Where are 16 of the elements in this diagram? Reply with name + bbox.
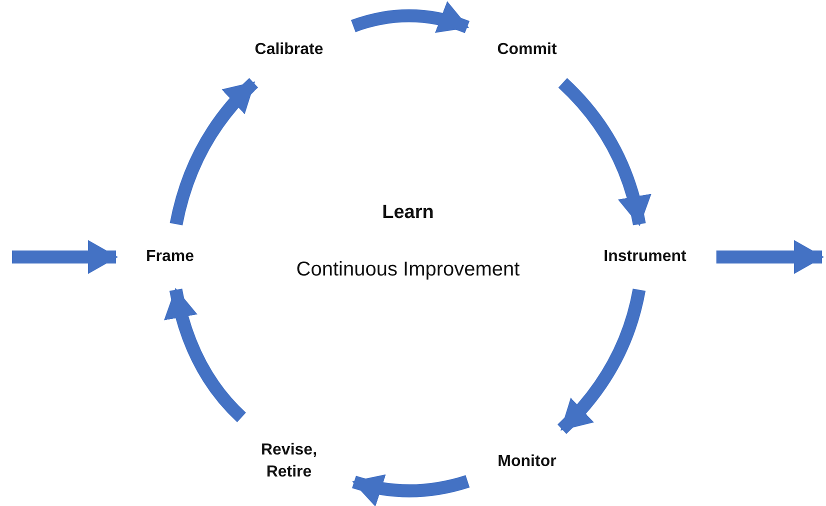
step-label: Instrument (604, 246, 686, 268)
step-label: Commit (497, 39, 557, 61)
arrow (351, 2, 470, 34)
arrow (557, 288, 646, 434)
center-subtitle: Continuous Improvement (296, 258, 520, 282)
step-label: Monitor (498, 451, 556, 473)
step-label: Calibrate (254, 39, 324, 61)
arrow (164, 288, 246, 422)
arrow (170, 78, 258, 226)
arrow (716, 240, 824, 274)
arrow (12, 240, 118, 274)
arrow (558, 78, 651, 226)
arrow (352, 474, 470, 506)
center-title: Learn (382, 202, 434, 224)
step-label: Frame (146, 246, 194, 268)
step-label: Revise, Retire (254, 439, 324, 483)
